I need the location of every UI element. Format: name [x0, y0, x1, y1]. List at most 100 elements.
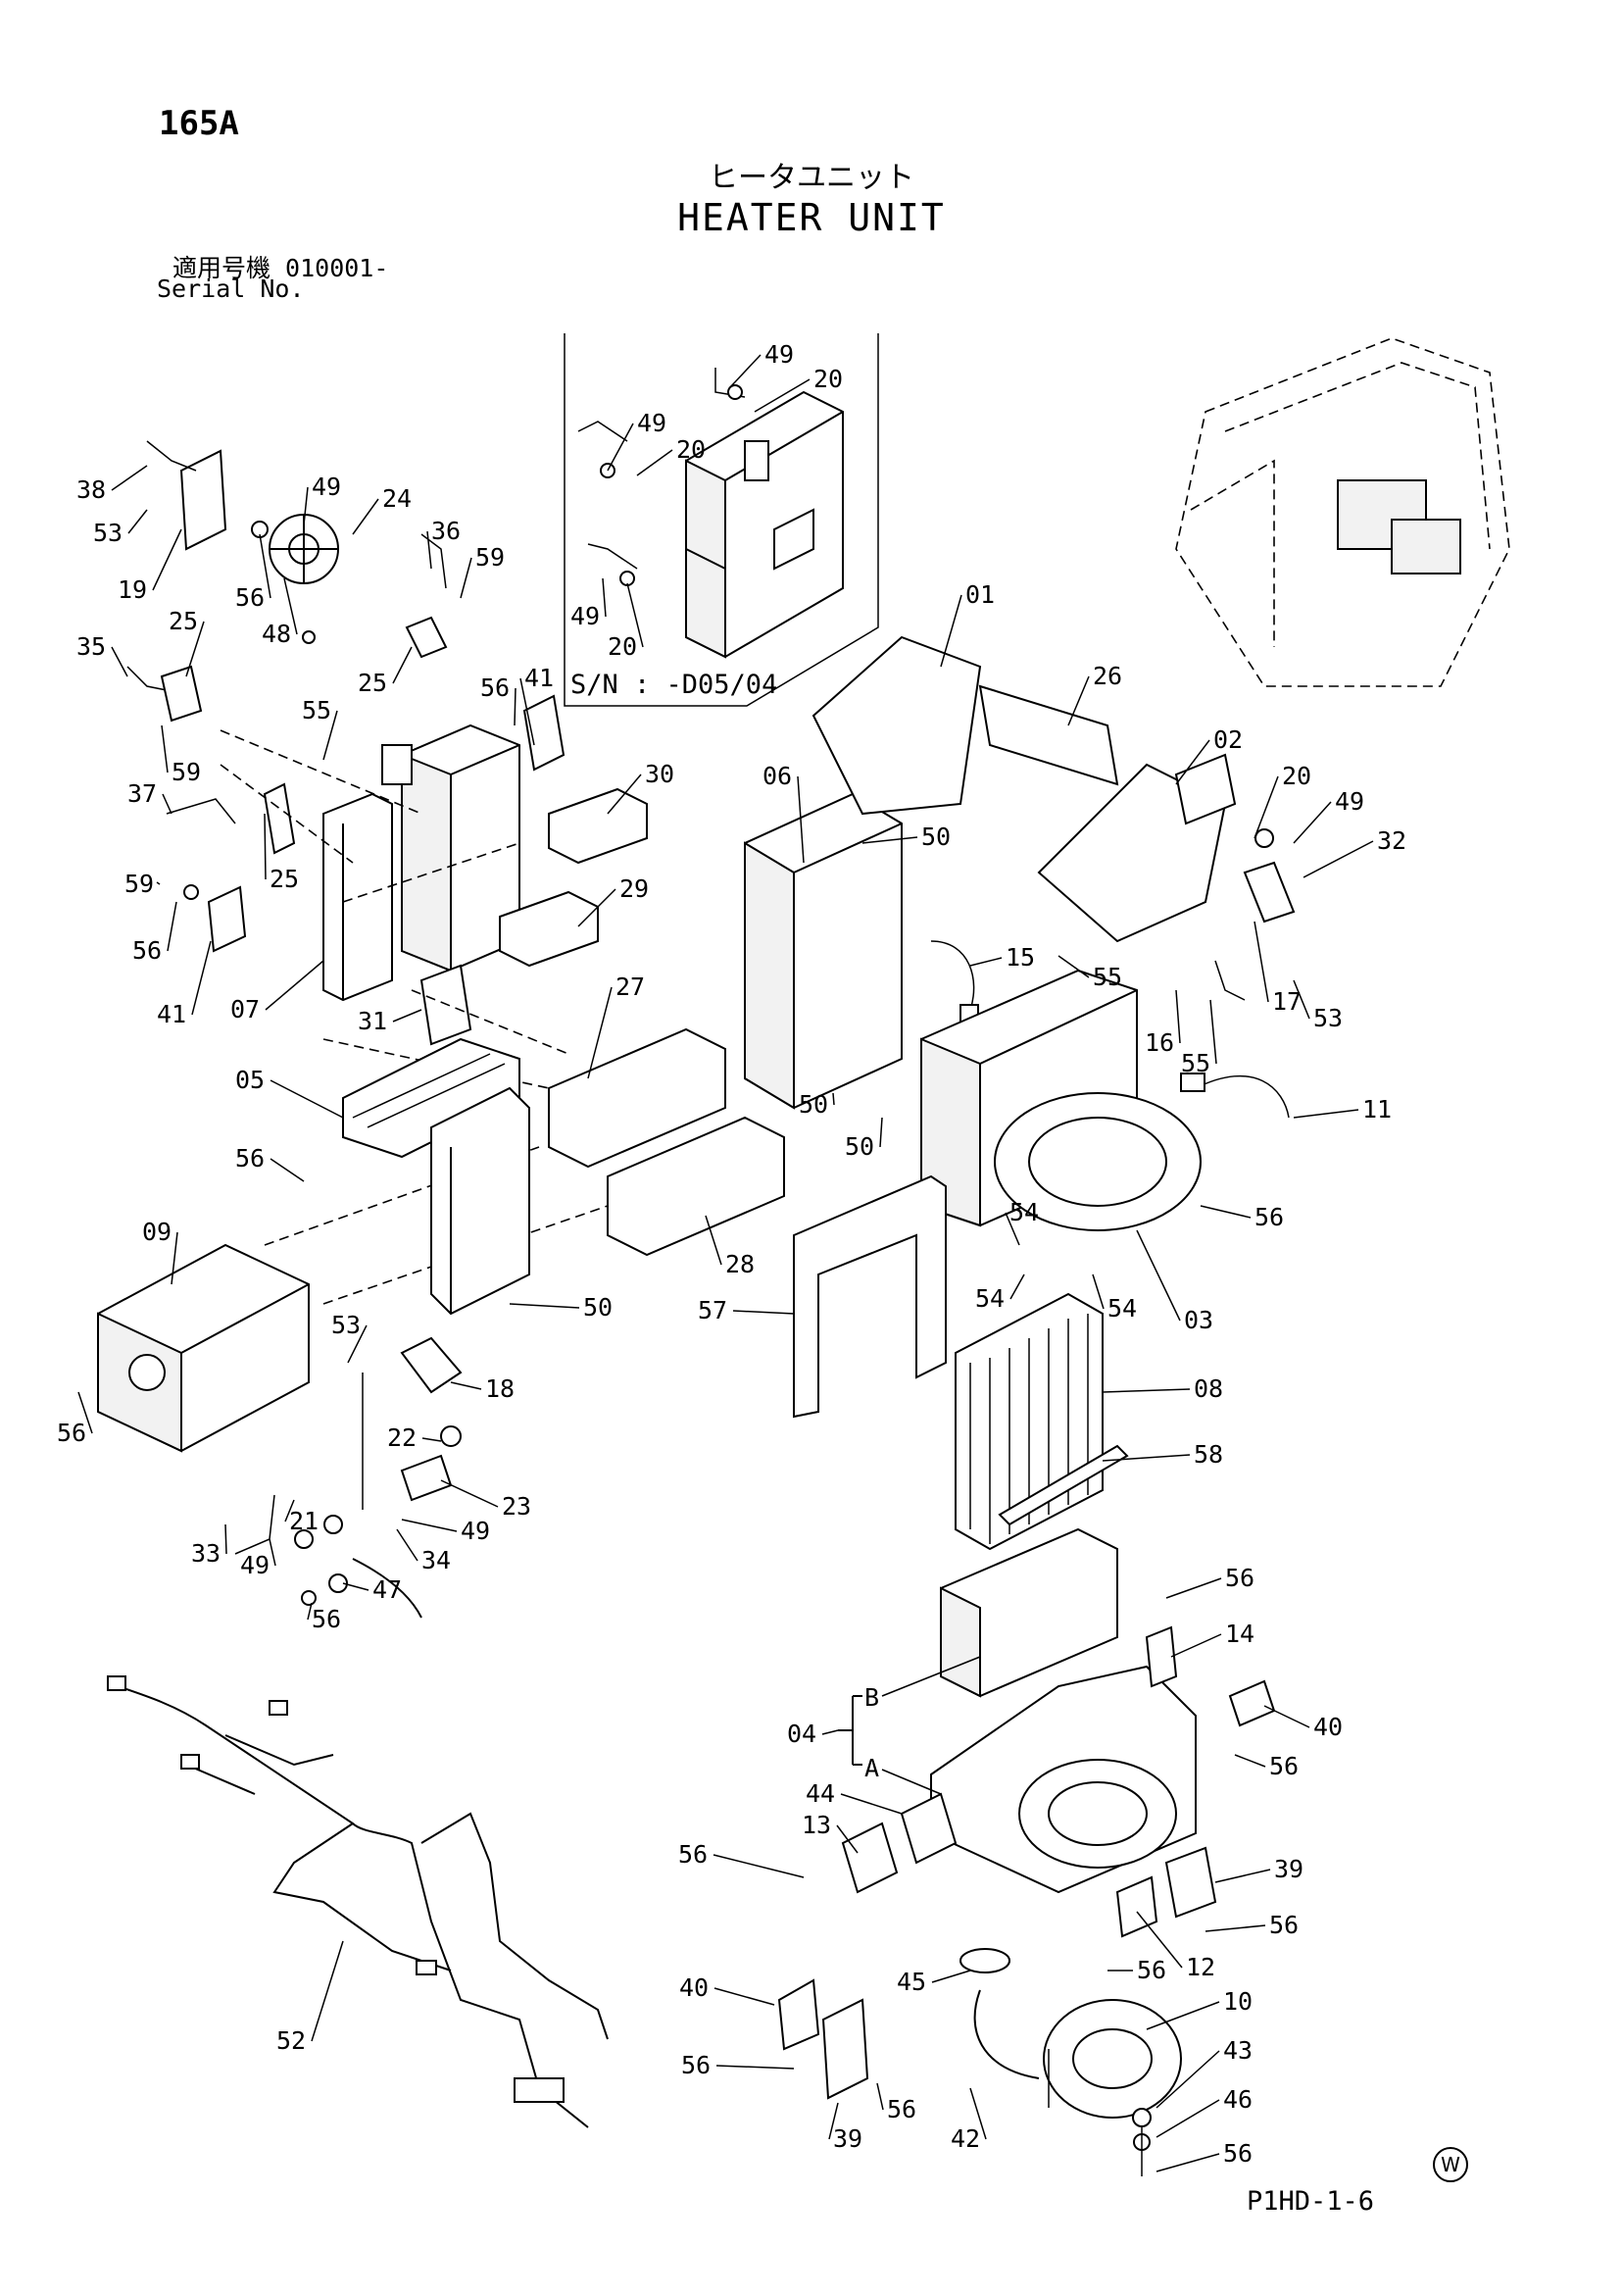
callout-part-17: 17: [1272, 987, 1302, 1016]
callout-leader-line: [111, 646, 128, 677]
callout-part-02: 02: [1213, 725, 1243, 754]
title-japanese: ヒータユニット: [709, 161, 914, 195]
callout-leader-line: [162, 793, 172, 815]
callout-part-55: 55: [1093, 963, 1122, 991]
callout-part-28: 28: [725, 1250, 755, 1278]
callout-part-39: 39: [1274, 1855, 1303, 1883]
callout-leader-line: [1293, 1109, 1359, 1119]
callout-leader-line: [191, 940, 212, 1016]
callout-part-03: 03: [1184, 1306, 1213, 1334]
callout-leader-line: [1303, 840, 1374, 878]
callout-part-50: 50: [845, 1132, 874, 1161]
callout-part-45: 45: [897, 1968, 926, 1996]
callout-part-24: 24: [382, 484, 412, 513]
callout-leader-line: [156, 881, 161, 885]
callout-part-34: 34: [421, 1546, 451, 1574]
callout-leader-line: [270, 1158, 305, 1182]
serial-label-japanese: 適用号機 010001-: [172, 254, 389, 282]
callout-leader-line: [832, 1092, 835, 1106]
callout-leader-line: [421, 1437, 442, 1442]
callout-part-49: 49: [637, 409, 666, 437]
callout-leader-line: [161, 724, 169, 774]
callout-leader-line: [152, 528, 182, 591]
callout-part-56: 56: [1254, 1203, 1284, 1231]
callout-leader-line: [322, 710, 338, 761]
callout-leader-line: [1009, 1273, 1025, 1300]
callout-leader-line: [426, 530, 432, 570]
callout-part-56: 56: [235, 583, 265, 612]
callout-leader-line: [969, 957, 1003, 967]
callout-part-56: 56: [235, 1144, 265, 1173]
callout-part-56: 56: [1269, 1911, 1299, 1939]
callout-leader-line: [607, 774, 642, 815]
callout-leader-line: [440, 1479, 499, 1508]
callout-leader-line: [514, 687, 516, 726]
callout-leader-line: [352, 498, 379, 535]
callout-part-55: 55: [302, 696, 331, 724]
callout-part-41: 41: [524, 664, 554, 692]
callout-leader-line: [167, 901, 177, 952]
callout-leader-line: [303, 486, 309, 525]
callout-leader-line: [1156, 2050, 1220, 2109]
callout-leader-line: [626, 582, 644, 648]
callout-leader-line: [171, 1231, 178, 1285]
callout-part-57: 57: [698, 1296, 727, 1324]
callout-part-20: 20: [1282, 762, 1311, 790]
callout-part-49: 49: [1335, 787, 1364, 816]
callout-part-56: 56: [312, 1605, 341, 1633]
callout-leader-line: [940, 594, 962, 668]
callout-part-53: 53: [331, 1311, 361, 1339]
callout-part-56: 56: [681, 2051, 711, 2079]
callout-part-25: 25: [169, 607, 198, 635]
title-english: HEATER UNIT: [677, 196, 946, 239]
callout-leader-line: [754, 378, 811, 413]
callout-leader-line: [715, 2065, 795, 2070]
callout-leader-line: [861, 836, 918, 844]
callout-part-39: 39: [833, 2124, 862, 2153]
callout-part-56: 56: [57, 1419, 86, 1447]
callout-part-50: 50: [921, 823, 951, 851]
callout-part-59: 59: [475, 543, 505, 572]
callout-leader-line: [185, 621, 205, 677]
callout-part-36: 36: [431, 517, 461, 545]
callout-part-08: 08: [1194, 1374, 1223, 1403]
callout-part-26: 26: [1093, 662, 1122, 690]
callout-leader-line: [1170, 1633, 1222, 1658]
callout-leader-line: [602, 577, 607, 618]
callout-leader-line: [1175, 989, 1181, 1044]
callout-part-41: 41: [157, 1000, 186, 1028]
callout-leader-line: [732, 1310, 795, 1315]
callout-leader-line: [1136, 1911, 1183, 1969]
callout-leader-line: [879, 1117, 883, 1148]
callout-part-15: 15: [1006, 943, 1035, 972]
callout-leader-line: [821, 1729, 839, 1735]
serial-label-english: Serial No.: [157, 275, 305, 303]
callout-part-25: 25: [358, 669, 387, 697]
callout-leader-line: [259, 533, 271, 599]
callout-part-09: 09: [142, 1218, 172, 1246]
center-right-housing: [920, 969, 1290, 1231]
callout-part-54: 54: [1009, 1198, 1039, 1226]
callout-part-10: 10: [1223, 1987, 1253, 2016]
callout-part-19: 19: [118, 575, 147, 604]
callout-leader-line: [1136, 1229, 1181, 1322]
callout-part-47: 47: [372, 1575, 402, 1604]
callout-leader-line: [509, 1303, 580, 1309]
callout-part-11: 11: [1362, 1095, 1392, 1123]
callout-leader-line: [828, 2102, 839, 2140]
callout-leader-line: [1156, 2153, 1220, 2172]
callout-part-43: 43: [1223, 2036, 1253, 2065]
callout-part-50: 50: [799, 1090, 828, 1119]
inset-variant-box: S/N : -D05/04: [564, 333, 879, 707]
callout-leader-line: [1102, 1454, 1191, 1462]
document-code: P1HD-1-6: [1247, 2186, 1375, 2217]
callout-part-58: 58: [1194, 1440, 1223, 1469]
cab-location-sketch: [1175, 337, 1510, 687]
callout-leader-line: [797, 775, 805, 864]
callout-leader-line: [392, 646, 413, 684]
callout-leader-line: [396, 1528, 418, 1562]
callout-leader-line: [283, 577, 298, 635]
callout-leader-line: [460, 557, 472, 599]
callout-part-56: 56: [1137, 1956, 1166, 1984]
